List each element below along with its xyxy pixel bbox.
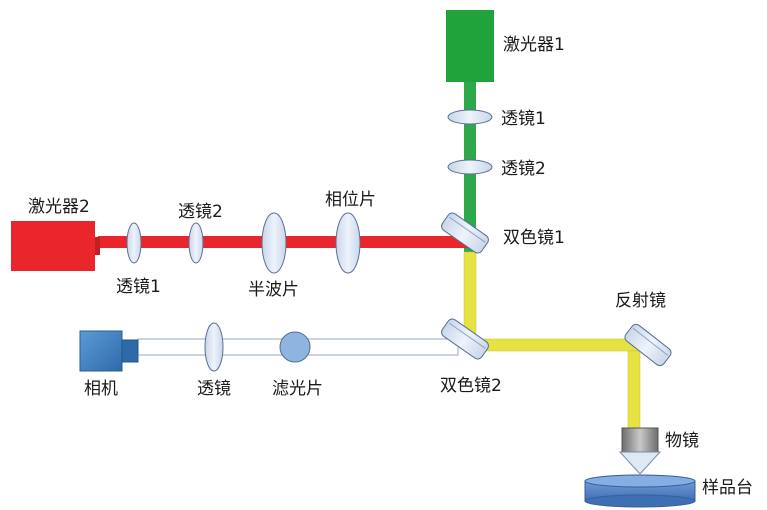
lens1-green-label: 透镜1	[501, 109, 546, 129]
filter-label: 滤光片	[272, 379, 323, 399]
camera	[79, 330, 139, 372]
objective-label: 物镜	[665, 431, 699, 451]
laser1-body	[446, 10, 494, 82]
lens1-green	[447, 109, 493, 125]
lens2-green	[447, 159, 493, 175]
laser2-body	[11, 221, 95, 271]
camera-label: 相机	[84, 379, 118, 399]
phase-plate-label: 相位片	[325, 190, 376, 210]
camera-lens	[204, 322, 224, 372]
phase-plate	[335, 212, 361, 274]
laser2-aperture	[95, 237, 100, 255]
camera-lens-label: 透镜	[197, 379, 231, 399]
dichroic-mirror-1	[441, 212, 489, 254]
sample-stage	[584, 474, 696, 508]
lens2-red	[188, 222, 204, 264]
lens1-red-label: 透镜1	[116, 277, 161, 297]
laser1-label: 激光器1	[503, 35, 565, 55]
lens2-green-label: 透镜2	[501, 159, 546, 179]
dichroic2-label: 双色镜2	[440, 376, 502, 396]
lens1-red	[126, 222, 142, 264]
lens2-red-label: 透镜2	[178, 202, 223, 222]
sample-stage-label: 样品台	[702, 478, 753, 498]
reflecting-mirror	[624, 323, 672, 367]
filter	[279, 331, 311, 363]
half-wave-plate-label: 半波片	[248, 280, 299, 300]
mirror-label: 反射镜	[615, 291, 666, 311]
yellow-beam-horizontal	[475, 338, 647, 352]
laser2-label: 激光器2	[28, 197, 90, 217]
dichroic1-label: 双色镜1	[503, 228, 565, 248]
half-wave-plate	[261, 212, 287, 274]
objective	[618, 427, 662, 475]
dichroic-mirror-2	[441, 318, 489, 360]
yellow-beam-down	[627, 350, 641, 430]
